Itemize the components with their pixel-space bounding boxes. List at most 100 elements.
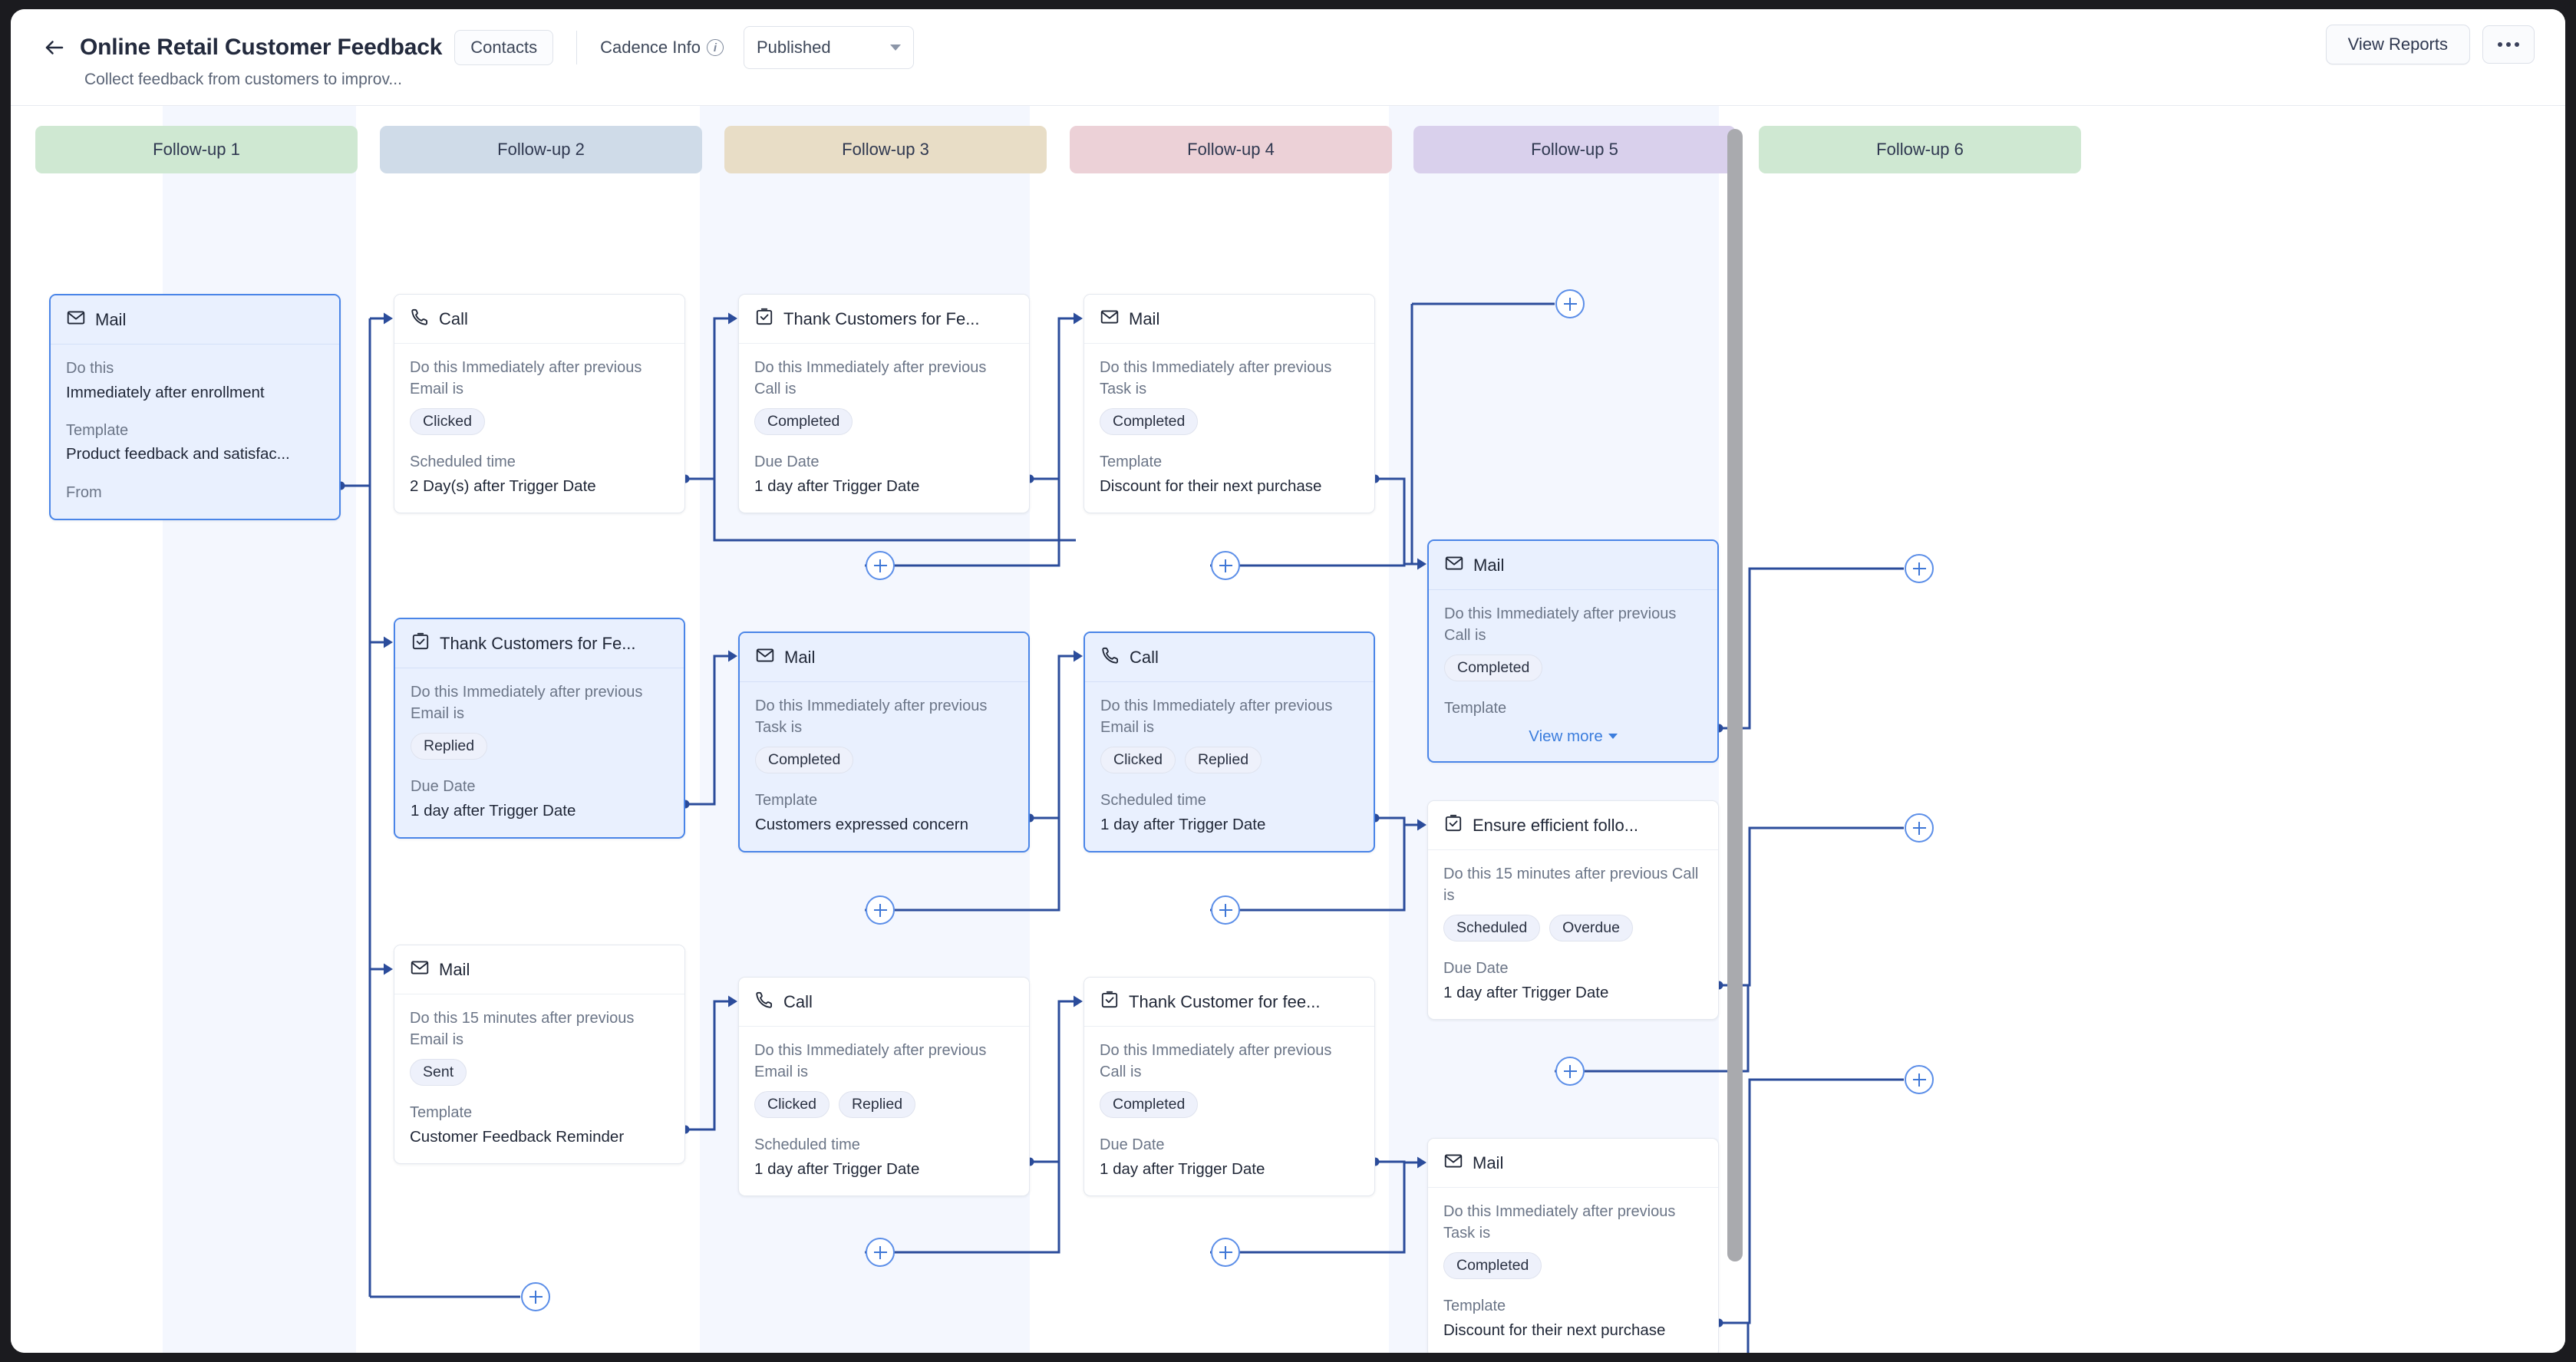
call-icon (754, 990, 774, 1014)
card-title: Mail (439, 959, 470, 979)
arrow-left-icon[interactable] (41, 35, 68, 61)
card-field-value: 2 Day(s) after Trigger Date (410, 477, 596, 495)
card-field-value: 1 day after Trigger Date (411, 801, 576, 820)
card-title: Mail (1473, 1153, 1504, 1172)
column-header-label: Follow-up 5 (1531, 140, 1618, 159)
column-header-label: Follow-up 3 (842, 140, 929, 159)
cadence-step-card[interactable]: Thank Customer for fee...Do this Immedia… (1084, 977, 1375, 1197)
chevron-down-icon (1608, 734, 1618, 740)
lane-background (163, 106, 356, 1353)
card-body: Do this Immediately after previous Email… (395, 668, 684, 837)
card-condition-group: Do this Immediately after previous Email… (1100, 696, 1358, 774)
add-step-button[interactable] (1211, 895, 1240, 925)
cadence-step-card[interactable]: Mail Do this 15 minutes after previous Em… (394, 945, 685, 1165)
chevron-down-icon (889, 45, 901, 51)
cadence-step-card[interactable]: Thank Customers for Fe...Do this Immedia… (394, 618, 685, 839)
contacts-button[interactable]: Contacts (454, 30, 554, 65)
ellipsis-icon (2515, 42, 2519, 47)
status-badge: Replied (1184, 747, 1262, 774)
add-step-button[interactable] (1211, 551, 1240, 580)
add-step-button[interactable] (1905, 554, 1934, 583)
card-header: Mail (1084, 295, 1374, 344)
add-step-button[interactable] (866, 551, 895, 580)
card-title: Mail (95, 309, 127, 329)
vertical-scrollbar[interactable] (1727, 129, 1743, 1261)
task-icon (1100, 990, 1120, 1014)
column-header-6[interactable]: Follow-up 6 (1759, 126, 2081, 173)
add-step-button[interactable] (1555, 289, 1585, 318)
add-step-button[interactable] (1211, 1238, 1240, 1267)
column-header-label: Follow-up 6 (1876, 140, 1964, 159)
column-header-2[interactable]: Follow-up 2 (380, 126, 702, 173)
task-icon (1443, 813, 1463, 837)
card-body: Do this 15 minutes after previous Email … (394, 994, 684, 1163)
call-icon (1100, 645, 1120, 669)
card-header: Call (739, 978, 1029, 1027)
card-condition-group: Do this 15 minutes after previous Call i… (1443, 864, 1703, 942)
card-body: Do this Immediately after previous Task … (1428, 1188, 1718, 1353)
add-step-button[interactable] (1905, 813, 1934, 843)
status-dropdown[interactable]: Published (743, 26, 914, 69)
condition-chips: Replied (411, 733, 668, 760)
card-condition-text: Do this Immediately after previous Email… (754, 1042, 987, 1080)
add-step-button[interactable] (1555, 1057, 1585, 1086)
column-header-label: Follow-up 4 (1187, 140, 1275, 159)
card-body: Do this Immediately after previous Call … (1429, 590, 1717, 761)
card-condition-text: Do this Immediately after previous Email… (410, 359, 642, 397)
card-header: Mail (1428, 1139, 1718, 1188)
header-divider (576, 31, 578, 64)
card-title: Call (783, 991, 813, 1011)
cadence-step-card[interactable]: Call Do this Immediately after previous E… (738, 977, 1030, 1197)
column-header-3[interactable]: Follow-up 3 (724, 126, 1047, 173)
card-field: Due Date 1 day after Trigger Date (1443, 958, 1703, 1004)
view-reports-button[interactable]: View Reports (2325, 25, 2470, 64)
mail-icon (1444, 553, 1464, 577)
cadence-step-card[interactable]: Ensure efficient follo... Do this 15 minu… (1427, 800, 1719, 1021)
cadence-step-card[interactable]: Thank Customers for Fe...Do this Immedia… (738, 294, 1030, 514)
add-step-button[interactable] (866, 1238, 895, 1267)
add-step-button[interactable] (866, 895, 895, 925)
info-icon[interactable]: i (706, 39, 724, 56)
mail-icon (66, 308, 86, 331)
condition-chips: Clicked (410, 408, 669, 436)
column-header-5[interactable]: Follow-up 5 (1413, 126, 1736, 173)
add-step-button[interactable] (521, 1282, 550, 1311)
view-more-button[interactable]: View more (1444, 727, 1702, 746)
card-condition-group: Do this Immediately after previous Call … (754, 358, 1014, 436)
card-header: Ensure efficient follo... (1428, 801, 1718, 850)
header-left-group: Online Retail Customer Feedback Contacts… (41, 26, 914, 69)
card-body: Do this 15 minutes after previous Call i… (1428, 850, 1718, 1019)
page-subtitle: Collect feedback from customers to impro… (84, 71, 402, 88)
card-condition-group: Do this Immediately after previous Call … (1100, 1040, 1359, 1119)
card-body: Do this Immediately after previous Task … (740, 682, 1028, 851)
card-field-label: Due Date (1100, 1136, 1165, 1154)
card-field-label: Due Date (1443, 960, 1509, 978)
more-options-button[interactable] (2482, 25, 2535, 64)
add-step-button[interactable] (1905, 1065, 1934, 1094)
card-field-value: 1 day after Trigger Date (1443, 983, 1609, 1001)
status-badge: Completed (1444, 655, 1543, 682)
cadence-step-card[interactable]: Mail Do this Immediately after previous T… (1427, 1138, 1719, 1353)
column-header-4[interactable]: Follow-up 4 (1070, 126, 1392, 173)
condition-chips: Completed (754, 408, 1014, 436)
column-header-1[interactable]: Follow-up 1 (35, 126, 358, 173)
card-header: Mail (1429, 541, 1717, 590)
status-badge: Completed (1443, 1252, 1542, 1280)
card-condition-group: Do this Immediately after previous Task … (755, 696, 1013, 774)
card-condition-text: Do this Immediately after previous Task … (1443, 1203, 1676, 1242)
